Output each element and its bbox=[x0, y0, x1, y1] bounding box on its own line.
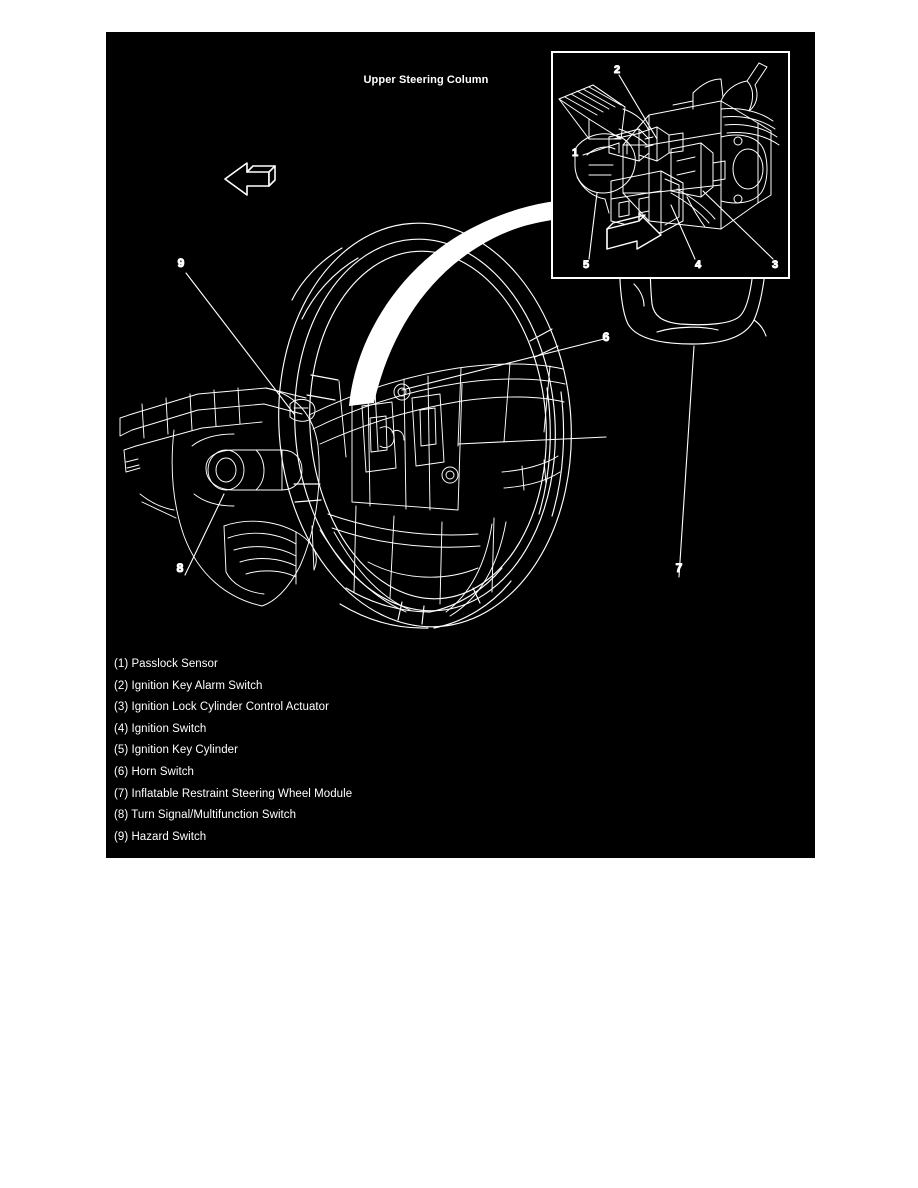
callout-7: 7 bbox=[676, 561, 683, 575]
key-alarm-switch bbox=[638, 126, 684, 162]
lock-cylinder-actuator bbox=[670, 142, 726, 228]
legend-item: (7) Inflatable Restraint Steering Wheel … bbox=[114, 787, 353, 800]
callout-6: 6 bbox=[603, 330, 610, 344]
legend-item: (5) Ignition Key Cylinder bbox=[114, 744, 238, 757]
direction-arrow-inset-icon bbox=[606, 212, 662, 250]
callout-1: 1 bbox=[572, 147, 578, 159]
figure-title: Upper Steering Column bbox=[363, 74, 489, 86]
legend-item: (9) Hazard Switch bbox=[114, 830, 207, 843]
steering-shaft bbox=[558, 84, 650, 146]
legend-item: (2) Ignition Key Alarm Switch bbox=[114, 679, 263, 692]
inset-detail-box: 1 2 5 4 3 bbox=[551, 51, 790, 279]
callout-9: 9 bbox=[178, 256, 185, 270]
inset-illustration: 1 2 5 4 3 bbox=[558, 62, 780, 272]
legend-item: (4) Ignition Switch bbox=[114, 722, 207, 735]
tilt-lever bbox=[672, 62, 768, 112]
steering-column-assembly bbox=[119, 387, 320, 607]
figure-panel: Upper Steering Column bbox=[106, 32, 815, 858]
legend-item: (3) Ignition Lock Cylinder Control Actua… bbox=[114, 701, 330, 714]
legend-item: (8) Turn Signal/Multifunction Switch bbox=[114, 809, 297, 822]
steering-wheel-rim bbox=[278, 222, 572, 629]
steering-wheel-hub bbox=[308, 362, 566, 617]
callout-2: 2 bbox=[614, 64, 620, 76]
leader-lines bbox=[184, 272, 695, 578]
callout-numbers-main: 9 8 6 7 bbox=[176, 255, 683, 575]
callout-5: 5 bbox=[583, 259, 589, 271]
column-housing bbox=[622, 100, 780, 230]
callout-4: 4 bbox=[695, 259, 702, 271]
callout-8: 8 bbox=[177, 561, 184, 575]
legend-item: (6) Horn Switch bbox=[114, 765, 194, 778]
legend-list: (1) Passlock Sensor (2) Ignition Key Ala… bbox=[114, 654, 804, 848]
direction-arrow-left-icon bbox=[224, 162, 276, 196]
legend-item: (1) Passlock Sensor bbox=[114, 658, 218, 670]
callout-3: 3 bbox=[772, 259, 778, 271]
inset-leader-lines bbox=[582, 74, 774, 260]
callout-numbers-inset: 1 2 5 4 3 bbox=[571, 64, 778, 272]
